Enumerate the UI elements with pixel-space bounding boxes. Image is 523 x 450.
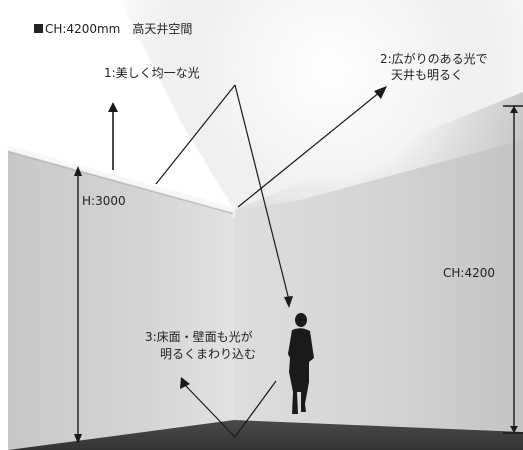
up-arrow <box>108 102 118 170</box>
left-wall <box>8 148 234 450</box>
dimension-ch <box>503 105 523 434</box>
diagram-title: CH:4200mm 高天井空間 <box>34 22 192 37</box>
dimension-ch-label: CH:4200 <box>443 266 495 280</box>
callout-2-label-line2: 天井も明るく <box>391 68 464 82</box>
callout-1-leaders <box>155 84 293 308</box>
title-text: CH:4200mm 高天井空間 <box>45 22 193 36</box>
callout-2-arrow <box>237 86 387 208</box>
callout-2-label-line1: 2:広がりのある光で <box>380 52 488 66</box>
callout-3-label-line2: 明るくまわり込む <box>160 347 257 361</box>
title-square-icon <box>34 24 43 33</box>
dimension-h-label: H:3000 <box>82 194 126 208</box>
callout-3-arrows <box>180 377 277 438</box>
ceiling-glow <box>120 0 523 210</box>
callout-3-label-line1: 3:床面・壁面も光が <box>145 330 253 344</box>
cove-edge <box>7 145 235 213</box>
dimension-h <box>74 166 82 444</box>
callout-1-label: 1:美しく均一な光 <box>104 66 200 80</box>
floor <box>8 420 523 450</box>
person-silhouette <box>288 313 314 414</box>
